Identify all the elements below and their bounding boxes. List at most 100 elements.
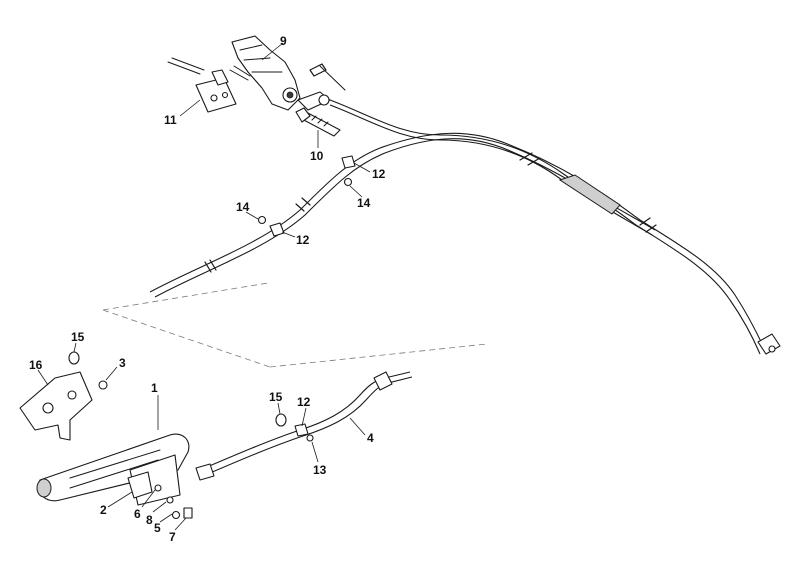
callout-12-lower: 12 <box>296 233 310 247</box>
washer-8 <box>166 496 174 504</box>
callout-labels: 1 2 3 4 5 6 7 8 9 10 11 12 12 12 13 14 1… <box>29 34 386 544</box>
nut-14-left <box>257 215 267 225</box>
reference-line-lower <box>269 343 488 368</box>
reference-line-middle <box>102 309 271 368</box>
leader-12-upper <box>353 162 371 173</box>
callout-2: 2 <box>100 503 107 517</box>
leader-14-left <box>245 211 259 220</box>
mounting-bracket-16 <box>19 351 108 441</box>
callout-7: 7 <box>169 530 176 544</box>
callout-12-front: 12 <box>297 395 311 409</box>
callout-14-left: 14 <box>236 200 250 214</box>
leader-2 <box>107 491 133 508</box>
leader-4 <box>349 417 366 436</box>
nut-14-right <box>343 177 353 187</box>
leader-11 <box>179 99 201 117</box>
leader-7 <box>174 517 187 531</box>
cable-sheath-mark-a <box>204 259 217 273</box>
lever-grip-end <box>36 478 52 498</box>
bracket-11 <box>167 57 251 113</box>
leader-14-right <box>349 185 363 198</box>
callout-11: 11 <box>164 113 177 127</box>
lever-pawl <box>127 471 153 499</box>
reference-line-upper <box>102 282 269 311</box>
leader-12-front <box>301 407 307 427</box>
leader-3 <box>105 366 118 381</box>
cable-adjuster-sleeve <box>558 174 621 215</box>
bolt-13 <box>306 434 314 442</box>
bracket-plate <box>195 77 237 113</box>
grommet-15-rear <box>68 351 80 365</box>
front-cable-inner <box>202 376 413 477</box>
leader-15-front <box>277 402 281 415</box>
lever-grip-lines <box>69 449 161 489</box>
callout-16: 16 <box>29 358 43 372</box>
callout-4: 4 <box>367 431 374 445</box>
front-cable-4 <box>195 371 413 481</box>
leader-5 <box>159 513 173 523</box>
callout-15-front: 15 <box>269 390 283 404</box>
mounting-hole-a <box>42 402 54 414</box>
leader-lines <box>37 42 371 531</box>
leader-13 <box>311 441 319 463</box>
front-cable-end <box>195 463 215 481</box>
cable-clip-right <box>639 217 657 233</box>
cable-end-fitting <box>757 333 781 355</box>
callout-14-right: 14 <box>357 196 371 210</box>
mounting-hole-b <box>67 390 77 400</box>
lever-eye <box>318 94 330 106</box>
bracket-tab <box>211 69 229 86</box>
bracket-hole-b <box>221 91 229 99</box>
rear-cable-outer <box>149 132 766 351</box>
callout-5: 5 <box>154 521 161 535</box>
bolt-thread <box>311 115 329 127</box>
bracket-hole-a <box>210 94 218 102</box>
callout-15-rear: 15 <box>71 330 85 344</box>
bracket-pin <box>167 57 205 75</box>
callout-3: 3 <box>119 356 126 370</box>
callout-8: 8 <box>146 513 153 527</box>
front-cable-grommet <box>373 371 393 391</box>
leader-6 <box>141 489 156 508</box>
callout-10: 10 <box>310 149 324 163</box>
leader-8 <box>152 501 167 513</box>
cable-ferrule <box>519 152 541 166</box>
caliper-body <box>231 35 301 111</box>
caliper-assembly <box>231 35 346 111</box>
reference-lines <box>102 282 488 368</box>
cable-stub <box>319 65 346 91</box>
clip-12-upper <box>341 155 356 169</box>
bolt-10 <box>295 107 341 137</box>
cable-end-eye <box>768 345 776 353</box>
clip-12-front <box>294 423 309 437</box>
front-cable-outer <box>199 371 411 471</box>
bolt-head <box>295 107 311 123</box>
leader-9 <box>261 42 284 61</box>
leader-16 <box>37 369 49 386</box>
washer-6 <box>154 484 162 492</box>
callout-9: 9 <box>280 34 287 48</box>
callout-12-upper: 12 <box>372 167 386 181</box>
mounting-plate <box>19 371 93 441</box>
rear-cable-assembly <box>149 99 781 355</box>
clip-7 <box>183 507 193 519</box>
callout-1: 1 <box>151 381 158 395</box>
grommet-15-front <box>275 413 287 427</box>
caliper-ribs <box>239 44 283 73</box>
callout-13: 13 <box>313 463 327 477</box>
leader-15-rear <box>73 342 77 353</box>
callout-6: 6 <box>134 507 141 521</box>
rear-clips <box>257 155 356 237</box>
cable-clip-top <box>309 63 327 77</box>
nut-5 <box>171 510 181 520</box>
handbrake-lever-1 <box>36 433 193 520</box>
cable-sheath-mark-b <box>295 197 311 212</box>
leader-12-lower <box>281 231 296 238</box>
rear-cable-inner <box>154 138 761 355</box>
bolt-3 <box>98 380 108 390</box>
caliper-pivot-center <box>286 91 294 99</box>
clip-12-lower <box>269 222 285 237</box>
bracket-spring <box>229 65 251 81</box>
